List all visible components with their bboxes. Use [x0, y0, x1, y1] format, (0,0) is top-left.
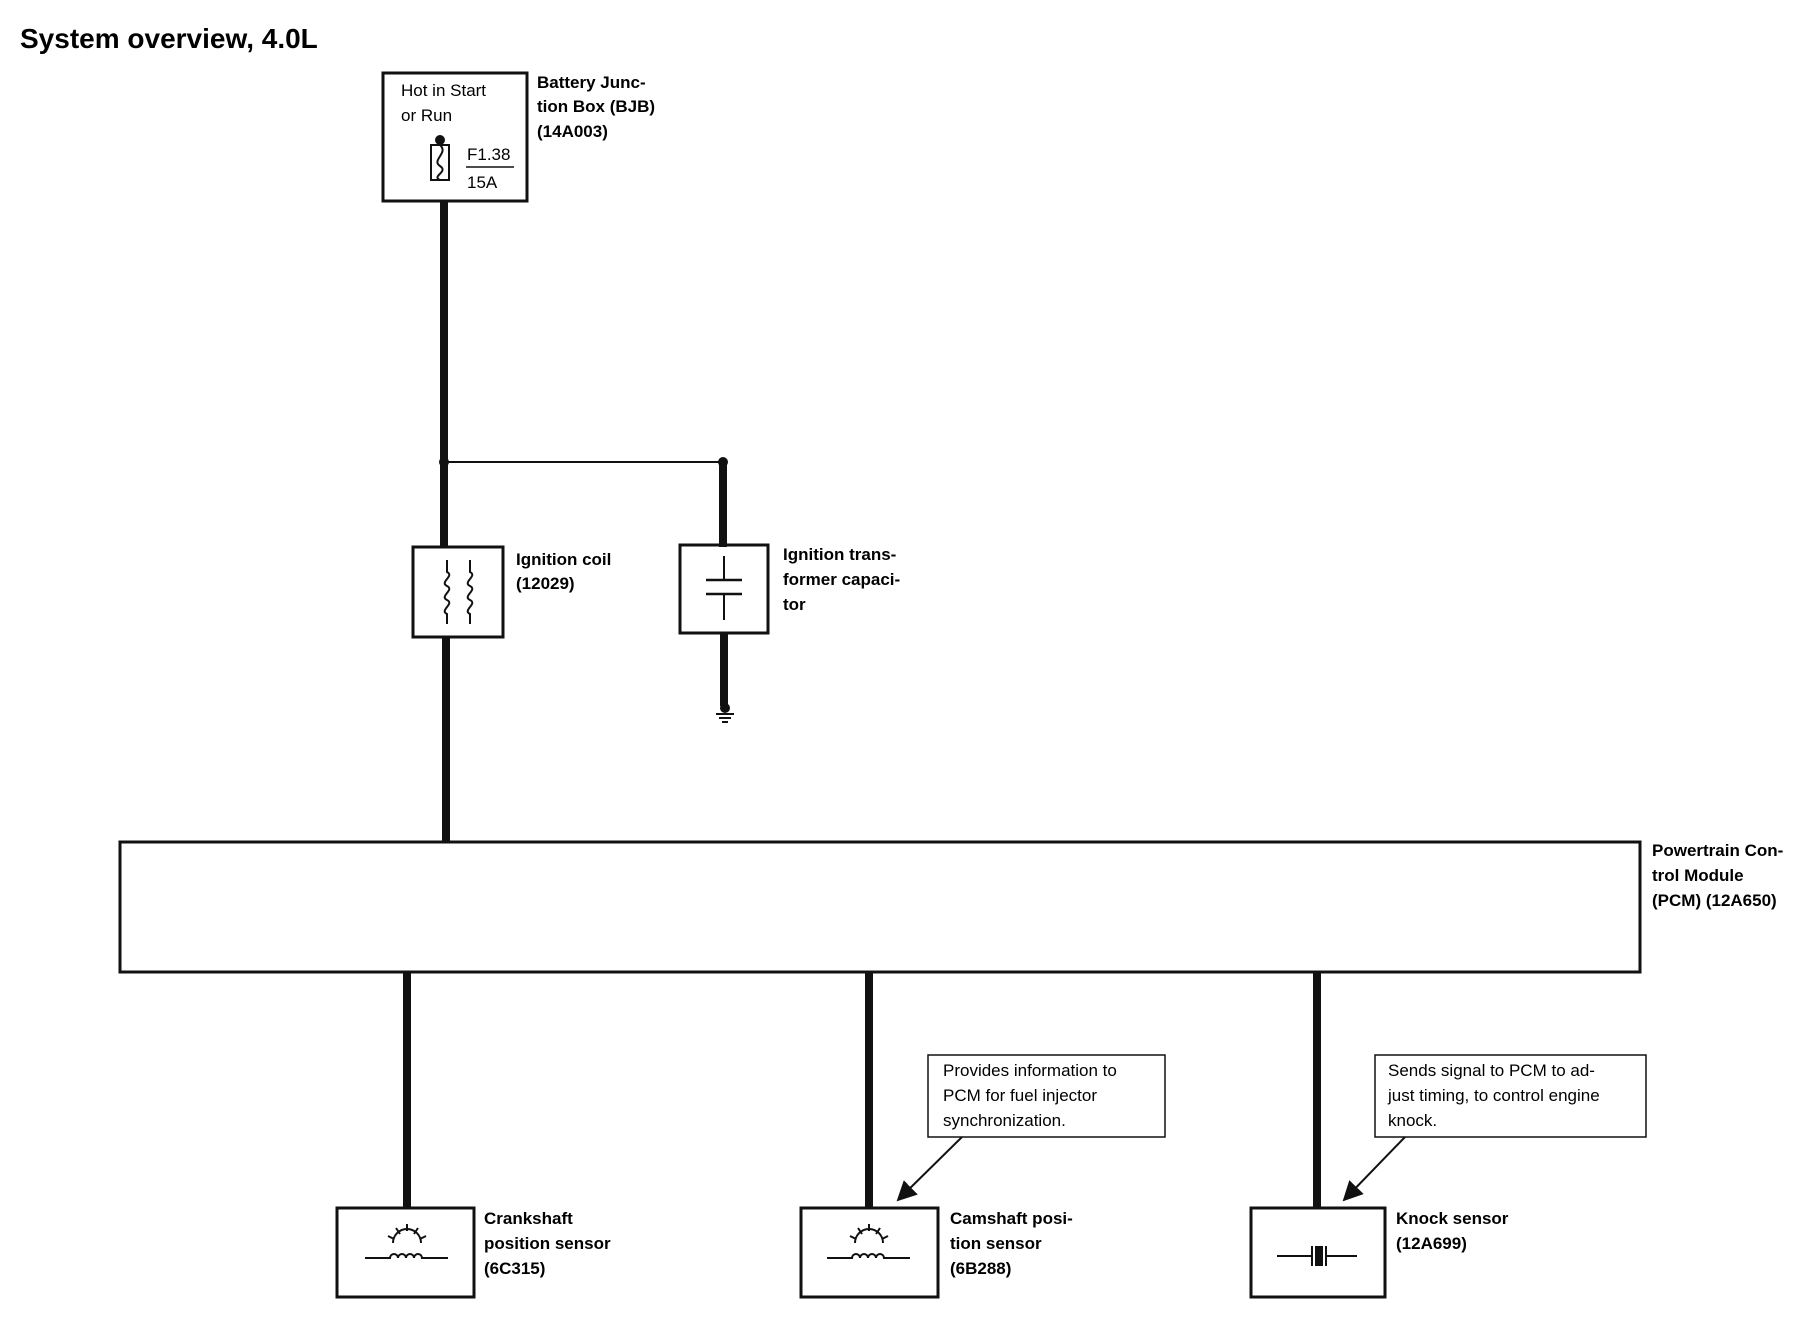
battery-junction-box: Hot in Start or Run F1.38 15A [381, 71, 529, 203]
camshaft-note-3: synchronization. [943, 1111, 1066, 1130]
fuse-id: F1.38 [467, 145, 510, 164]
power-wire [439, 201, 728, 547]
knock-sensor-icon [1277, 1246, 1357, 1266]
camshaft-label-3: (6B288) [950, 1259, 1011, 1278]
knock-label-2: (12A699) [1396, 1234, 1467, 1253]
coil-icon [443, 560, 474, 624]
capacitor-label-3: tor [783, 595, 806, 614]
camshaft-position-sensor [799, 1206, 940, 1299]
crankshaft-label-2: position sensor [484, 1234, 611, 1253]
camshaft-note-callout: Provides information to PCM for fuel inj… [896, 1054, 1166, 1202]
bjb-inner-text-1: Hot in Start [401, 81, 486, 100]
camshaft-note-2: PCM for fuel injector [943, 1086, 1097, 1105]
knock-note-1: Sends signal to PCM to ad- [1388, 1061, 1595, 1080]
ignition-coil [411, 545, 505, 639]
camshaft-label-2: tion sensor [950, 1234, 1042, 1253]
crankshaft-position-sensor [335, 1206, 476, 1299]
ignition-coil-label-1: Ignition coil [516, 550, 611, 569]
pcm-label-1: Powertrain Con- [1652, 841, 1783, 860]
crankshaft-label-1: Crankshaft [484, 1209, 573, 1228]
knock-sensor [1249, 1206, 1387, 1299]
sensor-icon [365, 1224, 448, 1259]
knock-note-2: just timing, to control engine [1387, 1086, 1600, 1105]
knock-note-callout: Sends signal to PCM to ad- just timing, … [1342, 1054, 1647, 1202]
ignition-coil-label-2: (12029) [516, 574, 575, 593]
knock-label-1: Knock sensor [1396, 1209, 1509, 1228]
bjb-label-1: Battery Junc- [537, 73, 646, 92]
pcm-label-3: (PCM) (12A650) [1652, 891, 1777, 910]
crankshaft-label-3: (6C315) [484, 1259, 545, 1278]
ignition-transformer-capacitor [678, 543, 770, 723]
capacitor-label-2: former capaci- [783, 570, 900, 589]
knock-note-3: knock. [1388, 1111, 1437, 1130]
camshaft-note-1: Provides information to [943, 1061, 1117, 1080]
bjb-label-3: (14A003) [537, 122, 608, 141]
capacitor-icon [706, 556, 742, 620]
camshaft-note-arrow [896, 1136, 963, 1202]
fuse-icon [430, 135, 450, 181]
pcm-module [118, 840, 1642, 974]
knock-note-arrow [1342, 1136, 1406, 1202]
sensor-icon [827, 1224, 910, 1259]
pcm-label-2: trol Module [1652, 866, 1744, 885]
bjb-inner-text-2: or Run [401, 106, 452, 125]
bjb-label-2: tion Box (BJB) [537, 97, 655, 116]
page-title: System overview, 4.0L [20, 23, 318, 54]
fuse-rating: 15A [467, 173, 498, 192]
capacitor-label-1: Ignition trans- [783, 545, 896, 564]
camshaft-label-1: Camshaft posi- [950, 1209, 1073, 1228]
ground-icon [716, 703, 734, 723]
